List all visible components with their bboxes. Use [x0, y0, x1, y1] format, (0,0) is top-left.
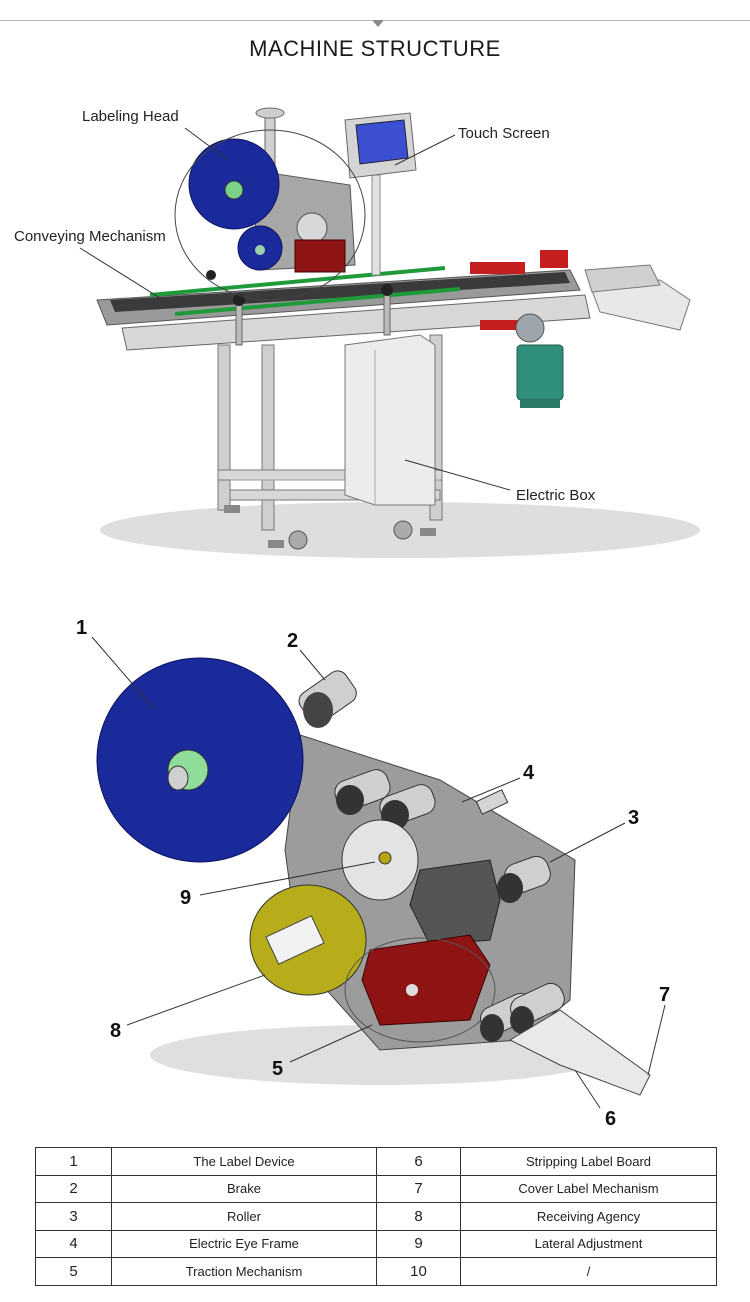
- callout-4: 4: [523, 762, 535, 784]
- conveying-mechanism-label: Conveying Mechanism: [14, 228, 166, 245]
- part-name: Traction Mechanism: [111, 1257, 377, 1286]
- electric-box-label: Electric Box: [516, 487, 596, 504]
- callout-9: 9: [180, 887, 192, 909]
- callout-7: 7: [659, 984, 671, 1006]
- part-number: 1: [35, 1147, 112, 1176]
- part-number: 10: [376, 1257, 461, 1286]
- part-name: Electric Eye Frame: [111, 1229, 377, 1258]
- table-row: 3 Roller 8 Receiving Agency: [35, 1202, 717, 1231]
- callout-6: 6: [605, 1108, 617, 1130]
- part-name: The Label Device: [111, 1147, 377, 1176]
- part-number: 7: [376, 1174, 461, 1203]
- part-name: Brake: [111, 1174, 377, 1203]
- part-name: Roller: [111, 1202, 377, 1231]
- top-notch-icon: [372, 20, 384, 27]
- part-number: 9: [376, 1229, 461, 1258]
- part-number: 5: [35, 1257, 112, 1286]
- table-row: 4 Electric Eye Frame 9 Lateral Adjustmen…: [35, 1229, 717, 1258]
- table-row: 2 Brake 7 Cover Label Mechanism: [35, 1174, 717, 1203]
- callout-5: 5: [272, 1058, 284, 1080]
- callout-2: 2: [287, 630, 299, 652]
- touch-screen-label: Touch Screen: [458, 125, 550, 142]
- part-name: Stripping Label Board: [460, 1147, 717, 1176]
- part-name: /: [460, 1257, 717, 1286]
- part-number: 6: [376, 1147, 461, 1176]
- part-number: 8: [376, 1202, 461, 1231]
- parts-table: 1 The Label Device 6 Stripping Label Boa…: [35, 1147, 717, 1286]
- part-name: Cover Label Mechanism: [460, 1174, 717, 1203]
- part-number: 3: [35, 1202, 112, 1231]
- page-title: MACHINE STRUCTURE: [249, 36, 501, 61]
- part-name: Receiving Agency: [460, 1202, 717, 1231]
- callout-3: 3: [628, 807, 640, 829]
- table-row: 1 The Label Device 6 Stripping Label Boa…: [35, 1147, 717, 1176]
- table-row: 5 Traction Mechanism 10 /: [35, 1257, 717, 1286]
- callout-1: 1: [76, 617, 88, 639]
- part-number: 2: [35, 1174, 112, 1203]
- part-name: Lateral Adjustment: [460, 1229, 717, 1258]
- part-number: 4: [35, 1229, 112, 1258]
- callout-8: 8: [110, 1020, 122, 1042]
- labeling-head-label: Labeling Head: [82, 108, 179, 125]
